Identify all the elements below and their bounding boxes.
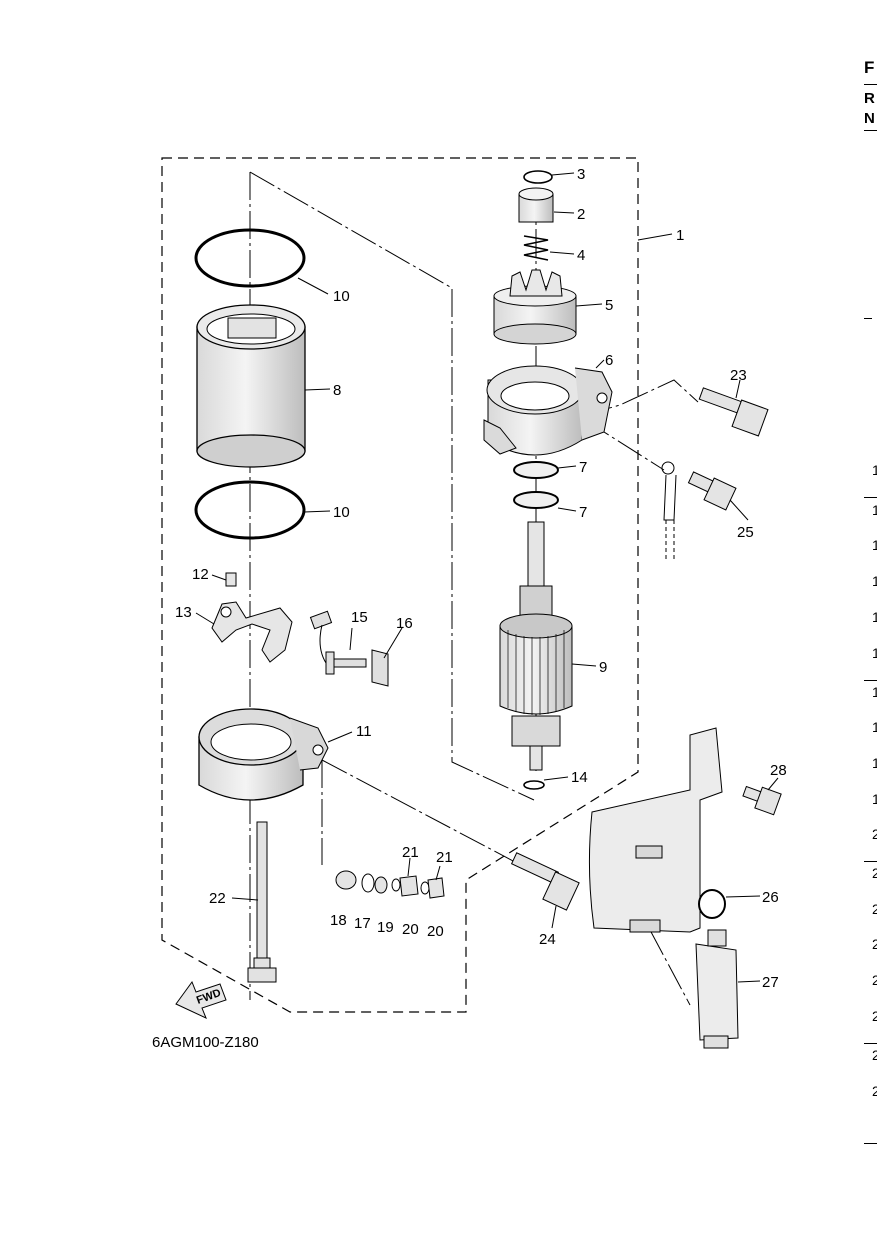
edge-rule	[864, 1043, 877, 1044]
callout-9: 9	[599, 659, 607, 676]
edge-rule	[864, 1143, 877, 1144]
assembly-boundary	[161, 157, 639, 1013]
callout-18: 18	[330, 912, 347, 929]
callout-20-right: 20	[427, 923, 444, 940]
edge-number: 1	[872, 719, 877, 735]
bolt-24	[510, 852, 580, 911]
callout-28: 28	[770, 762, 787, 779]
callout-26: 26	[762, 889, 779, 906]
starter-cover-bracket	[588, 727, 726, 933]
cover-plate	[695, 929, 739, 1049]
edge-number: 2	[872, 1047, 877, 1063]
callout-7-upper: 7	[579, 459, 587, 476]
callout-7-lower: 7	[579, 504, 587, 521]
diagram-code: 6AGM100-Z180	[152, 1034, 259, 1051]
terminal-hardware	[335, 870, 445, 899]
callout-20-left: 20	[402, 921, 419, 938]
front-bracket	[483, 365, 613, 456]
callout-8: 8	[333, 382, 341, 399]
callout-6: 6	[605, 352, 613, 369]
edge-number: 1	[872, 645, 877, 661]
edge-number: 1	[872, 537, 877, 553]
edge-number: 2	[872, 901, 877, 917]
edge-number: 2	[872, 972, 877, 988]
callout-21-right: 21	[436, 849, 453, 866]
callout-10-lower: 10	[333, 504, 350, 521]
edge-number: 2	[872, 1008, 877, 1024]
callout-4: 4	[577, 247, 585, 264]
edge-rule	[864, 861, 877, 862]
edge-number: 1	[872, 573, 877, 589]
callout-22: 22	[209, 890, 226, 907]
edge-number: 1	[872, 502, 877, 518]
brush-holder	[211, 572, 293, 663]
edge-rule	[864, 497, 877, 498]
o-ring-lower	[194, 480, 306, 540]
callout-11: 11	[356, 723, 372, 740]
through-bolt-long	[247, 821, 277, 983]
callout-13: 13	[175, 604, 192, 621]
callout-1: 1	[676, 227, 684, 244]
callout-25: 25	[737, 524, 754, 541]
washer-small	[523, 780, 545, 790]
edge-number: 1	[872, 684, 877, 700]
callout-19: 19	[377, 919, 394, 936]
edge-rule	[864, 84, 877, 85]
washer-lower	[513, 491, 559, 509]
starter-yoke	[196, 304, 306, 468]
armature	[499, 521, 573, 771]
bolt-23	[698, 387, 769, 437]
brush-lead-bolt	[309, 610, 389, 687]
edge-number: 1	[872, 791, 877, 807]
fwd-arrow: FWD	[175, 980, 227, 1019]
edge-number: 1	[872, 609, 877, 625]
callout-27: 27	[762, 974, 779, 991]
callout-12: 12	[192, 566, 209, 583]
bolt-28	[742, 785, 782, 816]
edge-number: 1	[872, 462, 877, 478]
edge-letter-n: N	[864, 110, 875, 127]
edge-rule	[864, 318, 872, 319]
callout-5: 5	[605, 297, 613, 314]
rear-bracket	[198, 708, 329, 801]
edge-rule	[864, 130, 877, 131]
callout-3: 3	[577, 166, 585, 183]
pinion-gear	[493, 269, 577, 345]
callout-10-upper: 10	[333, 288, 350, 305]
callout-labels: 1 2 3 4 5 6 7 7 8 9 10 10 11 12 13 14 15…	[175, 166, 787, 991]
callout-15: 15	[351, 609, 368, 626]
callout-24: 24	[539, 931, 556, 948]
edge-number: 2	[872, 936, 877, 952]
edge-number: 2	[872, 826, 877, 842]
callout-17: 17	[354, 915, 371, 932]
edge-letter-r: R	[864, 90, 875, 107]
callout-leaders	[195, 172, 779, 983]
edge-number: 1	[872, 755, 877, 771]
pinion-stop-parts	[518, 170, 554, 261]
callout-2: 2	[577, 206, 585, 223]
o-ring-upper	[194, 228, 306, 288]
washer-upper	[513, 461, 559, 479]
edge-letter-f: F	[864, 58, 875, 77]
callout-16: 16	[396, 615, 413, 632]
edge-number: 2	[872, 1083, 877, 1099]
edge-rule	[864, 680, 877, 681]
callout-14: 14	[571, 769, 588, 786]
bolt-25	[687, 471, 737, 511]
callout-23: 23	[730, 367, 747, 384]
edge-number: 2	[872, 865, 877, 881]
callout-21-left: 21	[402, 844, 419, 861]
ground-lead	[661, 461, 677, 560]
